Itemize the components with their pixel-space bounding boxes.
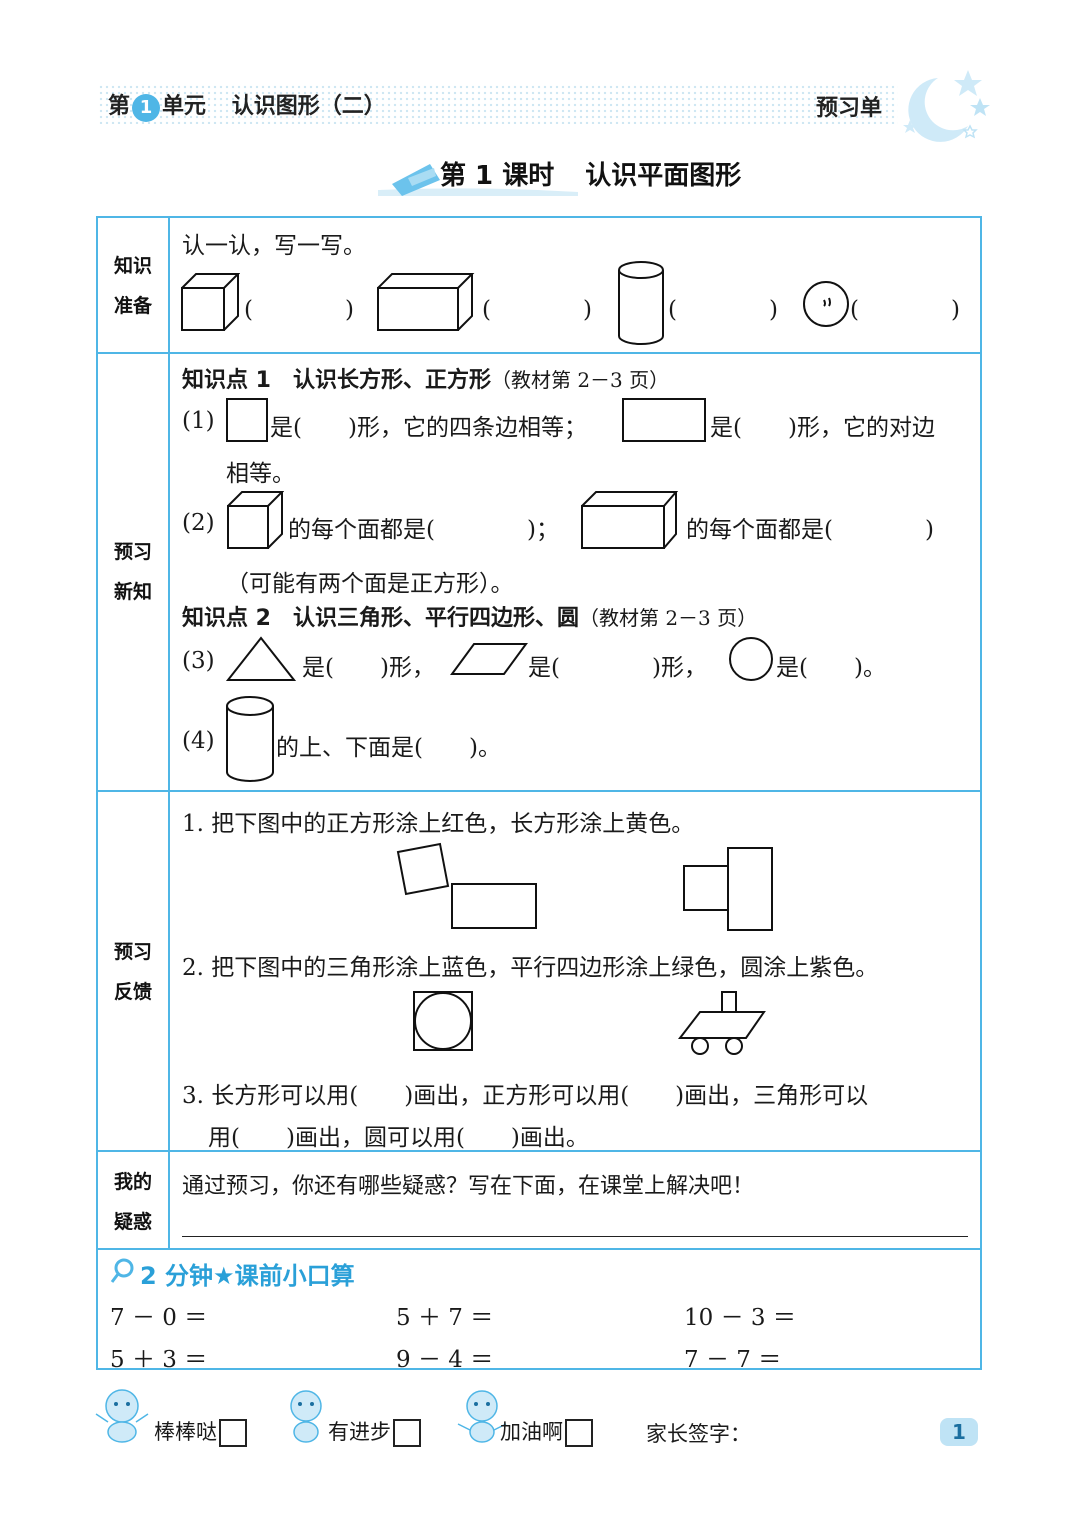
triangle-figure xyxy=(226,636,296,681)
kp2-ref: （教材第 2－3 页） xyxy=(578,606,758,630)
rating-keep-going-label: 加油啊 xyxy=(500,1420,563,1444)
square-rectangle-figure-2 xyxy=(683,847,773,931)
q3-a: 是( )形， xyxy=(302,655,435,681)
equation: 5 ＋ 3 ＝ xyxy=(110,1347,208,1373)
oral-math-title: 2 分钟★课前小口算 xyxy=(140,1262,355,1290)
lesson-title: 认识平面图形 xyxy=(585,161,742,191)
unit-suffix: 单元 xyxy=(162,94,207,119)
prep-instruction: 认一认，写一写。 xyxy=(182,233,366,259)
label-column-divider xyxy=(168,218,170,1250)
cylinder-figure xyxy=(618,261,664,345)
square-figure xyxy=(226,398,268,442)
label-line: 预习 xyxy=(113,541,152,563)
blank-cylinder[interactable]: ( ) xyxy=(668,297,778,323)
row-divider xyxy=(98,352,980,354)
kp2-title: 知识点 2 认识三角形、平行四边形、圆 xyxy=(182,606,579,631)
q2-num: (2) xyxy=(182,510,215,536)
q3-num: (3) xyxy=(182,648,215,674)
label-line: 准备 xyxy=(113,295,152,317)
cuboid-figure xyxy=(377,273,475,331)
label-preview-feedback: 预习 反馈 xyxy=(98,932,168,1012)
label-line: 我的 xyxy=(113,1171,152,1193)
rating-great: 棒棒哒 xyxy=(154,1416,247,1447)
equation: 5 ＋ 7 ＝ xyxy=(396,1305,494,1331)
unit-number-badge: 1 xyxy=(132,94,161,122)
rating-progress: 有进步 xyxy=(328,1416,421,1447)
blank-sphere[interactable]: ( ) xyxy=(850,297,960,323)
unit-title: 认识图形（二） xyxy=(231,94,386,119)
row-divider xyxy=(98,790,980,792)
q2-c: （可能有两个面是正方形）。 xyxy=(226,571,514,597)
square-rectangle-figure-1 xyxy=(396,842,537,929)
feedback-3a: 3. 长方形可以用( )画出，正方形可以用( )画出，三角形可以 xyxy=(182,1083,869,1109)
label-line: 预习 xyxy=(113,941,152,963)
row-divider xyxy=(98,1248,980,1250)
rating-keep-going-checkbox[interactable] xyxy=(565,1419,593,1447)
feedback-2: 2. 把下图中的三角形涂上蓝色，平行四边形涂上绿色，圆涂上紫色。 xyxy=(182,955,879,981)
label-knowledge-prep: 知识 准备 xyxy=(98,246,168,326)
cube-figure xyxy=(181,273,240,331)
rating-great-checkbox[interactable] xyxy=(219,1419,247,1447)
rectangle-figure xyxy=(622,398,706,442)
q3-b: 是( )形， xyxy=(528,655,707,681)
moon-stars-icon xyxy=(903,70,990,142)
feedback-3b: 用( )画出，圆可以用( )画出。 xyxy=(208,1125,589,1151)
cuboid-figure-small xyxy=(581,491,679,549)
parent-signature-label: 家长签字： xyxy=(646,1422,751,1446)
cartoon-kid-icon xyxy=(95,1389,149,1443)
graduation-cap-icon xyxy=(378,164,578,196)
label-my-questions: 我的 疑惑 xyxy=(98,1162,168,1242)
page-number: 1 xyxy=(940,1418,978,1446)
label-preview-new: 预习 新知 xyxy=(98,532,168,612)
sheet-label: 预习单 xyxy=(816,96,883,121)
knowledge-point-2: 知识点 2 认识三角形、平行四边形、圆（教材第 2－3 页） xyxy=(182,600,757,632)
q2-a: 的每个面都是( )； xyxy=(288,517,559,543)
circle-figure xyxy=(729,637,773,681)
answer-line[interactable] xyxy=(182,1236,968,1237)
cylinder-figure-small xyxy=(226,696,274,782)
q1-a: 是( )形，它的四条边相等； xyxy=(270,415,587,441)
q1-c: 相等。 xyxy=(226,461,295,487)
label-line: 反馈 xyxy=(113,981,152,1003)
knowledge-point-1: 知识点 1 认识长方形、正方形（教材第 2－3 页） xyxy=(182,362,669,394)
feedback-1: 1. 把下图中的正方形涂上红色，长方形涂上黄色。 xyxy=(182,811,695,837)
circle-in-square-figure xyxy=(413,991,473,1051)
preview-table: 知识 准备 预习 新知 预习 反馈 我的 疑惑 认一认，写一写。 ( ) ( )… xyxy=(96,216,982,1373)
q3-c: 是( )。 xyxy=(776,655,886,681)
blank-cuboid[interactable]: ( ) xyxy=(482,297,592,323)
rating-keep-going: 加油啊 xyxy=(500,1416,593,1447)
header-band xyxy=(98,84,898,124)
questions-prompt: 通过预习，你还有哪些疑惑？写在下面，在课堂上解决吧！ xyxy=(182,1174,755,1199)
lesson-heading: 第 1 课时 认识平面图形 xyxy=(440,155,741,192)
q1-num: (1) xyxy=(182,408,215,434)
equation: 10 － 3 ＝ xyxy=(684,1305,796,1331)
q4-num: (4) xyxy=(182,728,215,754)
kp1-ref: （教材第 2－3 页） xyxy=(490,368,670,392)
rating-progress-label: 有进步 xyxy=(328,1420,391,1444)
cart-figure xyxy=(678,991,766,1055)
label-line: 知识 xyxy=(113,255,152,277)
parallelogram-figure xyxy=(450,643,528,675)
equation: 7 － 7 ＝ xyxy=(684,1347,782,1373)
row-divider xyxy=(98,1150,980,1152)
equation: 9 － 4 ＝ xyxy=(396,1347,494,1373)
sphere-figure xyxy=(803,281,849,327)
magnifier-icon xyxy=(110,1258,134,1283)
label-line: 新知 xyxy=(113,581,152,603)
q2-b: 的每个面都是( ) xyxy=(686,517,934,543)
cartoon-kid-icon xyxy=(457,1390,507,1443)
label-line: 疑惑 xyxy=(113,1211,152,1233)
rating-great-label: 棒棒哒 xyxy=(154,1420,217,1444)
q4-a: 的上、下面是( )。 xyxy=(276,735,501,761)
lesson-number: 第 1 课时 xyxy=(440,161,555,191)
cartoon-kid-icon xyxy=(290,1390,322,1443)
kp1-title: 知识点 1 认识长方形、正方形 xyxy=(182,368,491,393)
q1-b: 是( )形，它的对边 xyxy=(710,415,935,441)
blank-cube[interactable]: ( ) xyxy=(244,297,354,323)
cube-figure-small xyxy=(227,491,284,549)
equation: 7 － 0 ＝ xyxy=(110,1305,208,1331)
unit-prefix: 第 xyxy=(108,94,131,119)
rating-progress-checkbox[interactable] xyxy=(393,1419,421,1447)
